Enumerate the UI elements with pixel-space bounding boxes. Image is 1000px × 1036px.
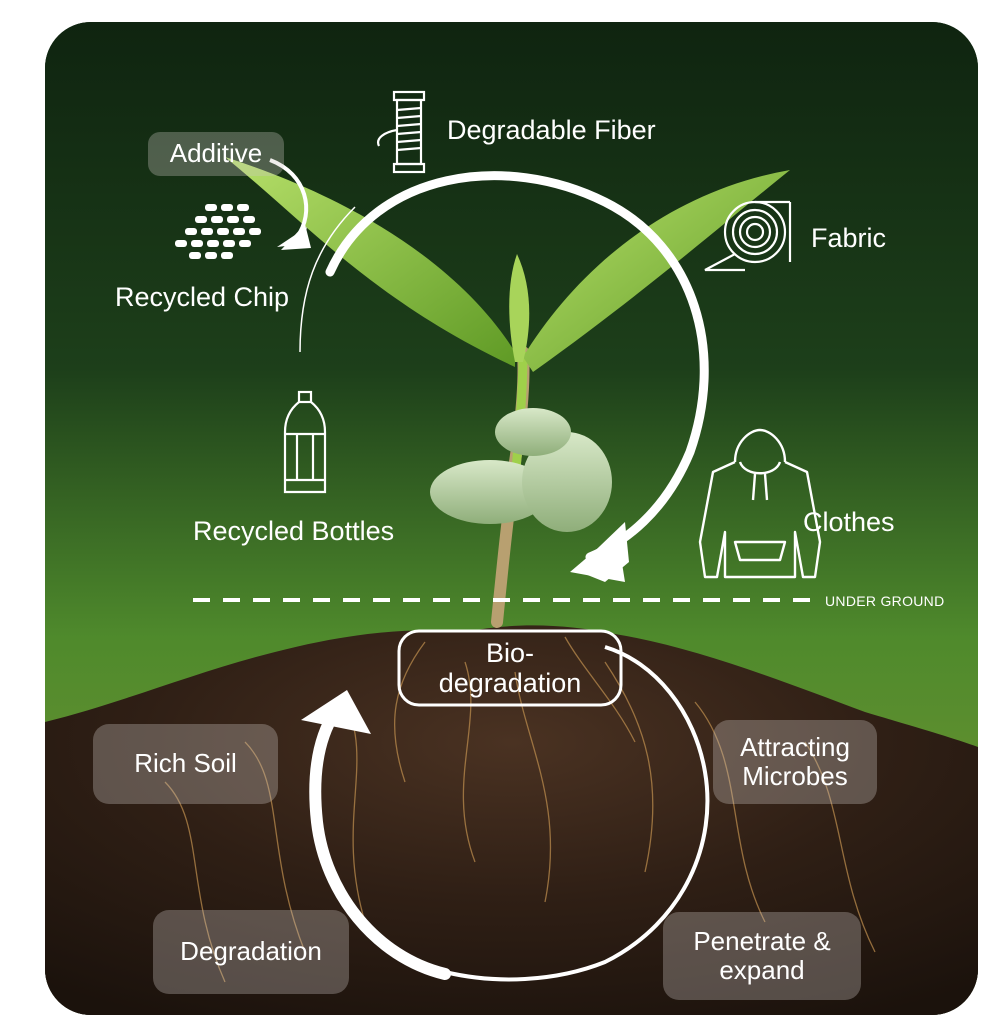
penetrate-expand-line1: Penetrate &: [693, 925, 831, 956]
additive-badge: Additive: [148, 132, 284, 176]
bottle-icon: [283, 390, 327, 494]
upper-cycle-arrow: [325, 171, 709, 562]
bottle-to-chip-line: [299, 206, 356, 353]
clothes-label: Clothes: [803, 507, 895, 537]
penetrate-expand-box: Penetrate & expand: [663, 912, 861, 1000]
attracting-microbes-box: Attracting Microbes: [713, 720, 877, 804]
center-bud: [509, 254, 530, 362]
lifecycle-panel: Degradable Fiber Additive Recycled Chip …: [45, 22, 978, 1015]
degradation-label: Degradation: [180, 936, 322, 967]
right-leaf: [523, 170, 790, 372]
recycled-bottles-label: Recycled Bottles: [193, 516, 395, 546]
degradable-fiber-label: Degradable Fiber: [447, 115, 656, 145]
cotyledon-right: [522, 432, 612, 532]
attracting-microbes-line1: Attracting: [740, 731, 850, 762]
chip-pellets-icon: [175, 204, 261, 259]
diagram-graphics: [45, 22, 978, 1015]
cotyledon-left: [430, 460, 550, 524]
left-leaf: [225, 157, 515, 367]
bio-degradation-line1: Bio-: [485, 637, 534, 668]
degradation-box: Degradation: [153, 910, 349, 994]
thread-spool-icon: [377, 90, 426, 174]
recycled-chip-label: Recycled Chip: [115, 282, 290, 312]
attracting-microbes-line2: Microbes: [742, 761, 848, 791]
bio-degradation-box: Bio- degradation: [401, 632, 619, 704]
fabric-label: Fabric: [811, 223, 887, 253]
fabric-roll-icon: [704, 200, 792, 272]
additive-label: Additive: [169, 138, 263, 169]
lower-cycle-arrow-thick: [309, 706, 451, 980]
bio-degradation-line2: degradation: [438, 668, 582, 698]
rich-soil-label: Rich Soil: [134, 748, 237, 779]
penetrate-expand-line2: expand: [719, 955, 805, 985]
rich-soil-box: Rich Soil: [93, 724, 278, 804]
bio-degradation-box-outline: [397, 629, 623, 707]
root-fibers: [164, 636, 876, 983]
soil-mound: [45, 625, 978, 1015]
lower-cycle-arrow-thin: [444, 645, 710, 982]
hoodie-icon: [698, 428, 822, 579]
under-ground-label: UNDER GROUND: [825, 593, 945, 609]
